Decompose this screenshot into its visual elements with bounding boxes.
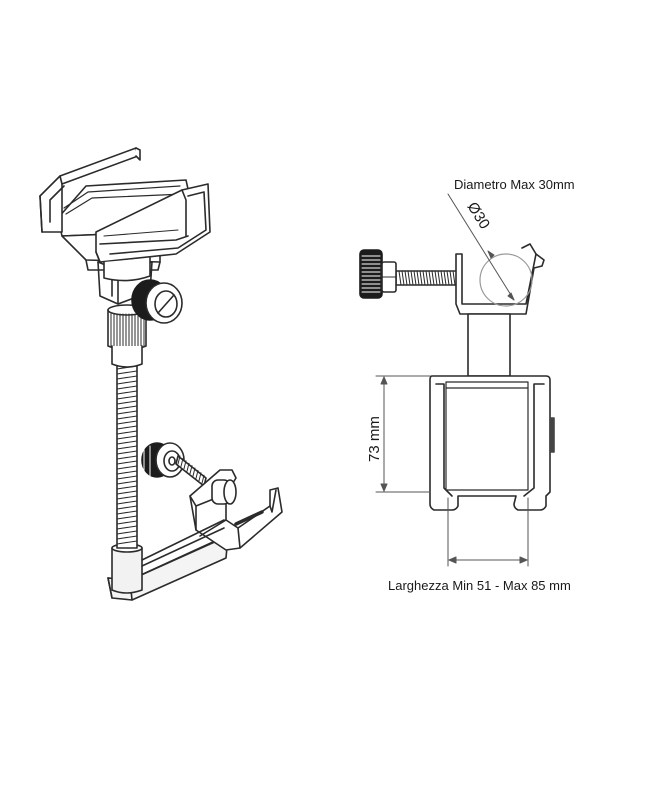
gooseneck-coil-line	[116, 410, 138, 415]
gooseneck-coil-line	[116, 460, 138, 465]
gooseneck-coil-line	[116, 415, 138, 420]
gooseneck-coil-line	[116, 480, 138, 485]
rod-thread-line	[198, 472, 202, 482]
joint-screw-knob	[131, 279, 183, 324]
gooseneck-coil-line	[116, 495, 138, 500]
gooseneck-coil-line	[116, 465, 138, 470]
front-thread-line	[428, 270, 432, 286]
rod-thread-line	[201, 474, 205, 484]
rod-thread-line	[195, 469, 199, 479]
front-thread-line	[413, 270, 417, 286]
gooseneck-coil-line	[116, 370, 138, 375]
gooseneck-coil-line	[116, 385, 138, 390]
rod-thread-line	[189, 465, 193, 475]
phi-symbol-label: Ø30	[464, 199, 493, 232]
gooseneck-coil-line	[116, 530, 138, 535]
front-post	[467, 313, 511, 377]
plate-link-2	[141, 527, 225, 567]
gooseneck-coil-line	[116, 430, 138, 435]
rod-thread-line	[186, 462, 190, 472]
front-thread-line	[416, 270, 420, 286]
gooseneck-coil-line	[116, 390, 138, 395]
front-thread-line	[419, 270, 423, 286]
gooseneck-coil-line	[116, 440, 138, 445]
gooseneck-coil-line	[116, 525, 138, 530]
gooseneck-coil-line	[116, 375, 138, 380]
gooseneck-coil-line	[116, 490, 138, 495]
gooseneck-coil-line	[116, 400, 138, 405]
front-knob	[359, 249, 397, 299]
front-thread-line	[449, 270, 453, 286]
gooseneck-coil-line	[116, 425, 138, 430]
gooseneck-coil-line	[116, 515, 138, 520]
phone-cradle	[39, 147, 211, 282]
u-clamp-bracket	[189, 469, 283, 551]
gooseneck-coil-line	[116, 450, 138, 455]
front-view: Ø30	[359, 193, 555, 567]
gooseneck-coil-line	[116, 405, 138, 410]
front-thread-line	[434, 270, 438, 286]
front-thread-line	[425, 270, 429, 286]
gooseneck-coil-line	[116, 420, 138, 425]
diameter-dimension	[447, 193, 515, 301]
gooseneck-arm	[116, 361, 138, 549]
gooseneck-coil-line	[116, 500, 138, 505]
gooseneck-coil-line	[116, 535, 138, 540]
height-dimension	[375, 375, 431, 493]
gooseneck-coil-line	[116, 380, 138, 385]
gooseneck-coil-line	[116, 475, 138, 480]
clamp-knob	[141, 442, 185, 478]
front-thread-line	[398, 270, 402, 286]
gooseneck-coil-line	[116, 445, 138, 450]
diameter-label: Diametro Max 30mm	[454, 177, 575, 192]
width-label: Larghezza Min 51 - Max 85 mm	[388, 578, 571, 593]
width-dimension	[447, 497, 529, 567]
perspective-view	[39, 147, 283, 601]
front-thread-line	[446, 270, 450, 286]
gooseneck-coil-line	[116, 520, 138, 525]
rod-thread-line	[192, 467, 196, 477]
gooseneck-coil-line	[116, 395, 138, 400]
front-thread-line	[410, 270, 414, 286]
front-u-bracket	[455, 243, 545, 315]
gooseneck-coil-line	[116, 505, 138, 510]
rod-thread-line	[180, 457, 184, 467]
plate-link	[141, 519, 225, 561]
front-thread-line	[422, 270, 426, 286]
rod-thread-line	[183, 460, 187, 470]
height-label: 73 mm	[366, 416, 383, 462]
gooseneck-coil-line	[116, 510, 138, 515]
front-thread-line	[437, 270, 441, 286]
front-thread-line	[440, 270, 444, 286]
rod-thread-line	[177, 455, 181, 465]
gooseneck-coil-line	[116, 485, 138, 490]
gooseneck-coil-line	[116, 455, 138, 460]
front-thread-line	[401, 270, 405, 286]
front-threaded-rod	[395, 270, 459, 286]
front-cradle	[429, 375, 555, 511]
gooseneck-coil-line	[116, 540, 138, 545]
front-thread-line	[407, 270, 411, 286]
gooseneck-coil-line	[116, 470, 138, 475]
front-thread-line	[431, 270, 435, 286]
lower-collar	[111, 543, 143, 594]
front-thread-line	[443, 270, 447, 286]
front-thread-line	[452, 270, 456, 286]
gooseneck-coil-line	[116, 435, 138, 440]
front-thread-line	[404, 270, 408, 286]
